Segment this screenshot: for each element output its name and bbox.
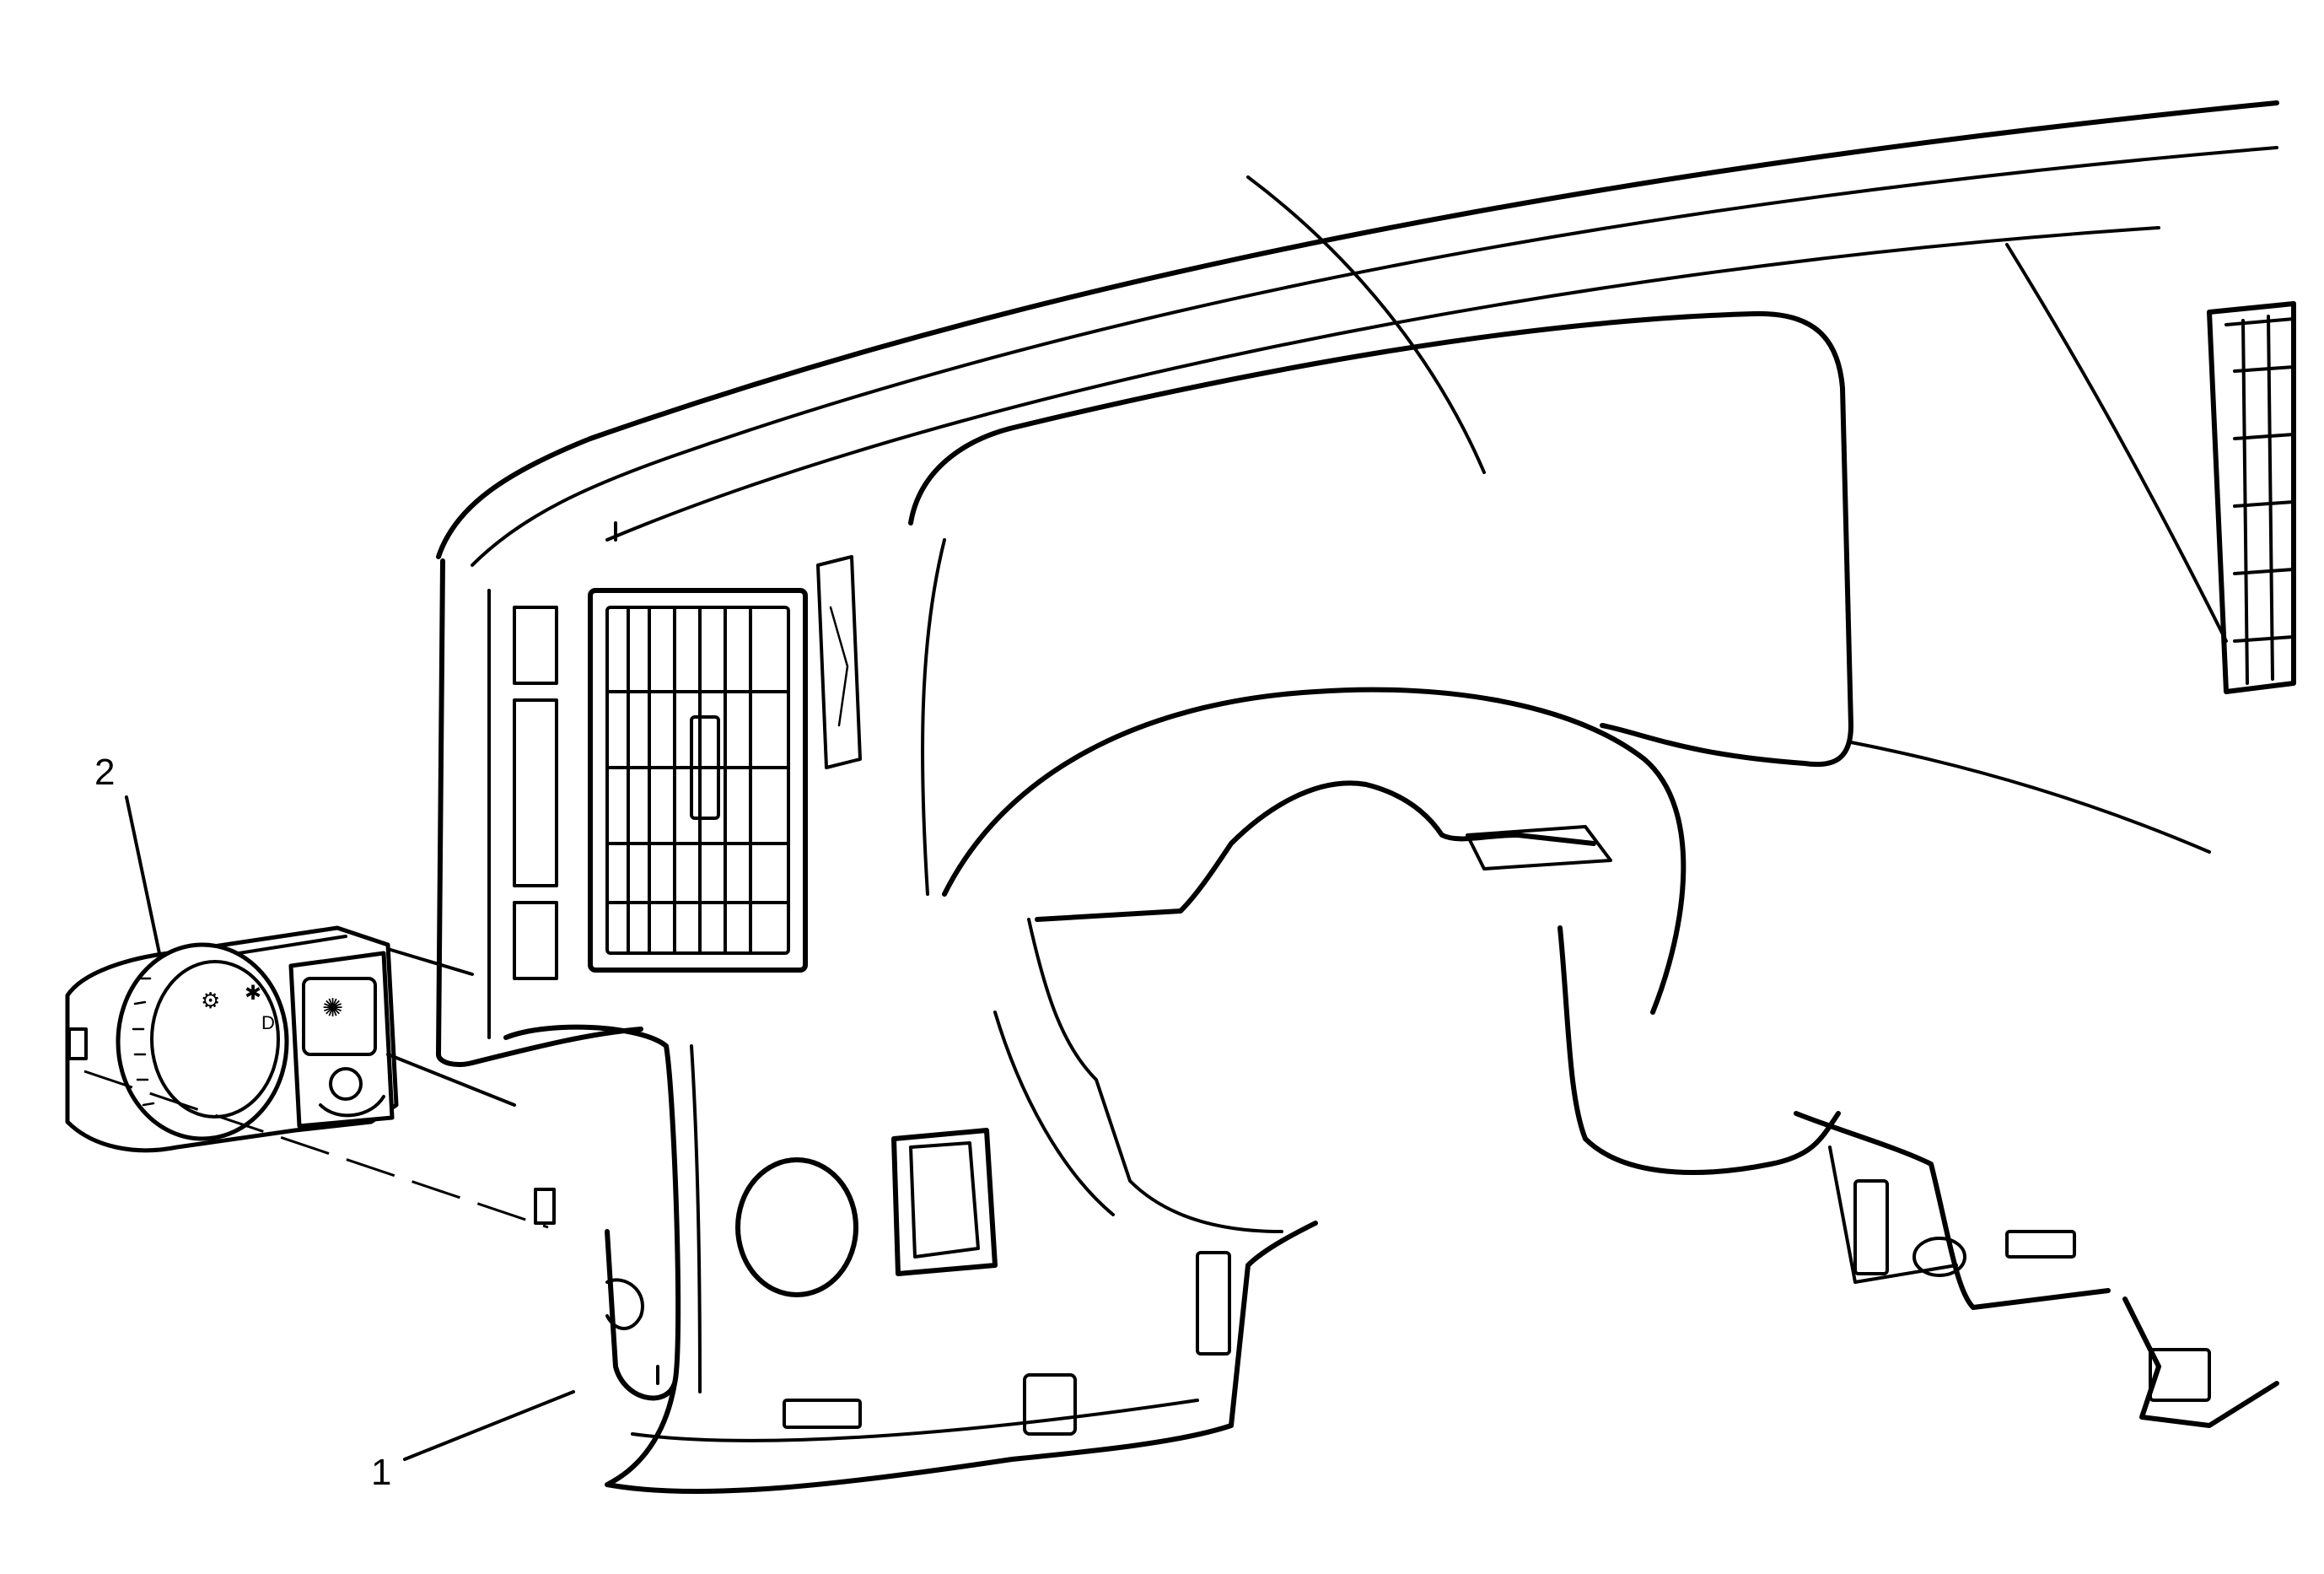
knob-parking-symbol-icon: ✱ xyxy=(245,982,261,1005)
dimmer-wheel-icon xyxy=(329,1067,363,1101)
callout-1-leader xyxy=(403,1390,575,1461)
steering-column-opening xyxy=(942,687,1841,1233)
panel-lower-section xyxy=(503,1024,1318,1495)
panel-right-lower xyxy=(1794,1111,2279,1428)
callout-label-2: 2 xyxy=(94,752,115,793)
fog-lamp-icon: ✺ xyxy=(322,995,343,1022)
knob-headlamp-symbol-icon: D xyxy=(261,1012,275,1033)
callout-label-1: 1 xyxy=(371,1452,391,1493)
headlamp-switch: ⚙ ✱ D ✺ xyxy=(65,925,399,1153)
panel-left-section xyxy=(436,555,862,1067)
knob-off-symbol-icon: ⚙ xyxy=(201,988,220,1013)
right-air-vent xyxy=(2207,301,2296,694)
callout-2-leader xyxy=(125,795,162,959)
rotary-knob xyxy=(116,942,289,1141)
instrument-panel-upper xyxy=(436,100,2279,643)
leader-lines xyxy=(83,795,575,1461)
cluster-opening xyxy=(908,310,2211,896)
